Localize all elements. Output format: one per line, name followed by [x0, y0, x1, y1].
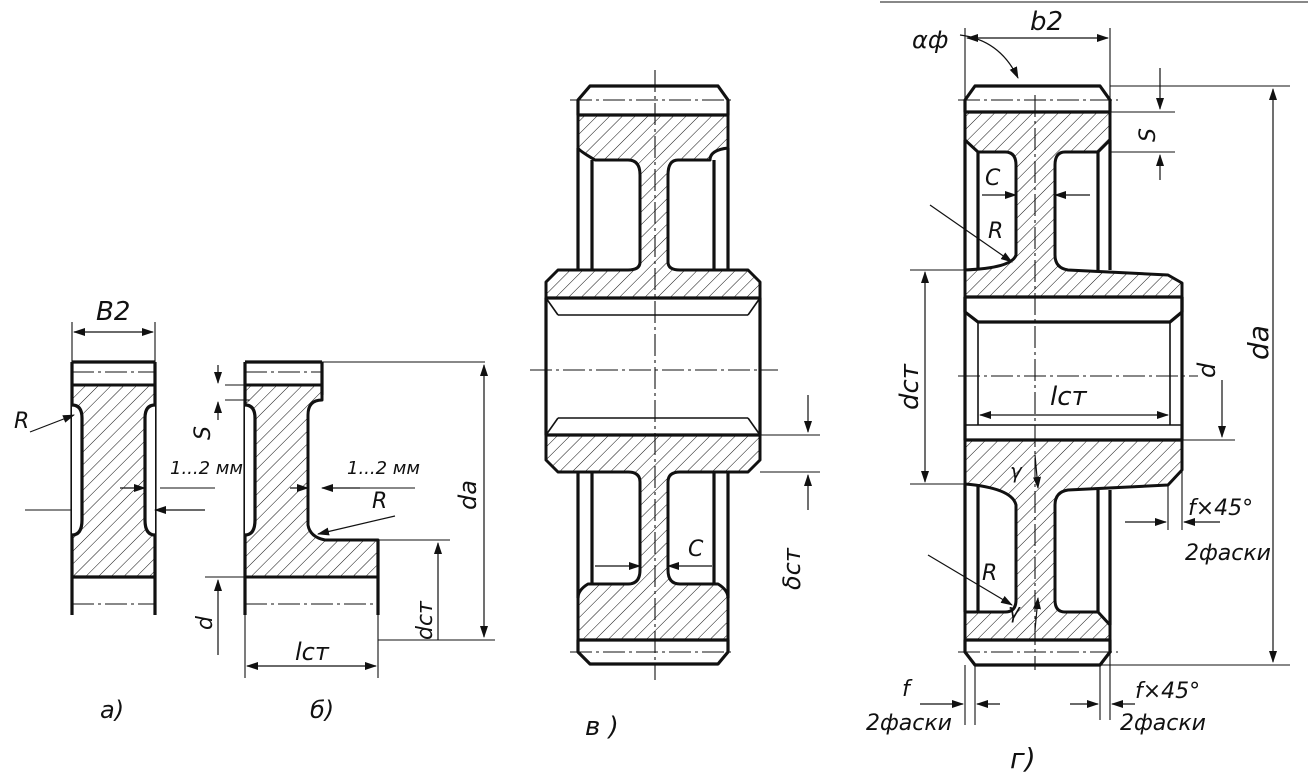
view-g-d-label: d: [1193, 362, 1221, 378]
caption-v: в ): [585, 712, 619, 742]
view-a-gap-label: 1...2 мм: [170, 458, 243, 479]
view-g-chamfer-br: f×45°: [1135, 679, 1200, 704]
caption-a: а): [100, 696, 124, 724]
view-g-dst-label: dст: [895, 363, 925, 410]
view-b-lst-label: lст: [295, 638, 330, 666]
view-g-r2-label: R: [982, 561, 997, 586]
view-g-chamfer-bl: f: [902, 677, 913, 702]
view-g-r1-label: R: [988, 219, 1003, 244]
view-v-delta-label: δст: [778, 547, 806, 590]
view-g-b2-label: b2: [1030, 7, 1063, 37]
view-b: S 1...2 мм R d dст da lст: [191, 360, 495, 678]
view-g-chamfer-br-note: 2фаски: [1120, 711, 1206, 736]
view-b-dst-label: dст: [413, 600, 438, 640]
view-g-gamma2-label: γ: [1008, 599, 1021, 623]
view-b-da-label: da: [454, 480, 482, 510]
view-b-s-label: S: [191, 426, 216, 440]
view-g-c-label: C: [985, 166, 1001, 191]
view-g-chamfer-bl-note: 2фаски: [866, 711, 952, 736]
view-g-chamfer-right: f×45°: [1188, 496, 1253, 521]
view-g-alpha-label: αф: [912, 26, 948, 54]
view-g-da-label: da: [1242, 325, 1275, 360]
view-v: C δст: [530, 70, 820, 680]
view-v-c-label: C: [688, 537, 704, 562]
view-g-lst-label: lст: [1050, 382, 1088, 412]
view-a-b2-label: B2: [96, 297, 130, 327]
view-a-r-label: R: [14, 409, 29, 434]
view-b-d-label: d: [193, 615, 218, 630]
view-b-gap-label: 1...2 мм: [347, 458, 420, 479]
view-g: αф b2 S C R R dст lст d: [866, 7, 1290, 736]
caption-b: б): [310, 696, 334, 724]
view-a: B2 R 1...2 мм: [14, 297, 243, 615]
view-g-gamma1-label: γ: [1010, 459, 1023, 483]
view-g-s-label: S: [1136, 128, 1161, 142]
view-g-chamfer-right-note: 2фаски: [1185, 541, 1271, 566]
caption-g: г): [1010, 742, 1036, 775]
view-b-r-label: R: [372, 489, 387, 514]
